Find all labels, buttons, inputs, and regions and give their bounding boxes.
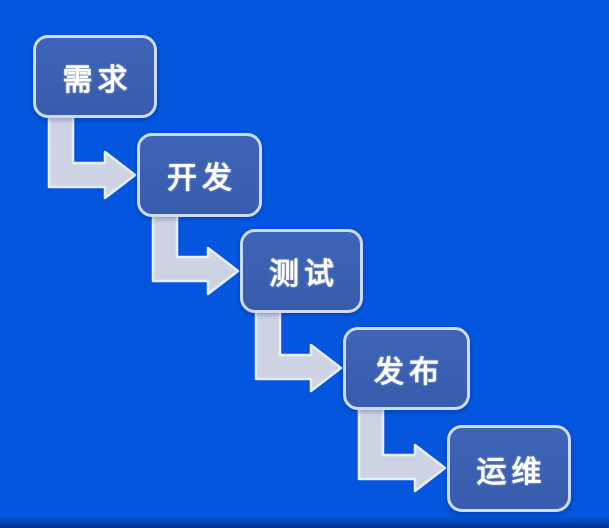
flow-arrow-down-right-icon: [357, 406, 447, 493]
flow-arrow-down-right-icon: [254, 309, 343, 393]
step-label-testing: 测试: [269, 257, 339, 292]
step-label-operations: 运维: [476, 454, 547, 490]
bottom-vignette: [0, 516, 609, 528]
step-label-requirements: 需求: [62, 62, 133, 98]
step-box-requirements: 需求: [33, 35, 157, 118]
step-box-release: 发布: [343, 327, 470, 410]
step-label-release: 发布: [374, 354, 444, 390]
step-box-testing: 测试: [240, 229, 363, 313]
flow-arrow-down-right-icon: [151, 213, 240, 296]
flow-arrow-down-right-icon: [47, 114, 137, 200]
step-box-development: 开发: [137, 133, 262, 217]
step-box-operations: 运维: [447, 425, 571, 512]
step-label-development: 开发: [167, 161, 237, 196]
